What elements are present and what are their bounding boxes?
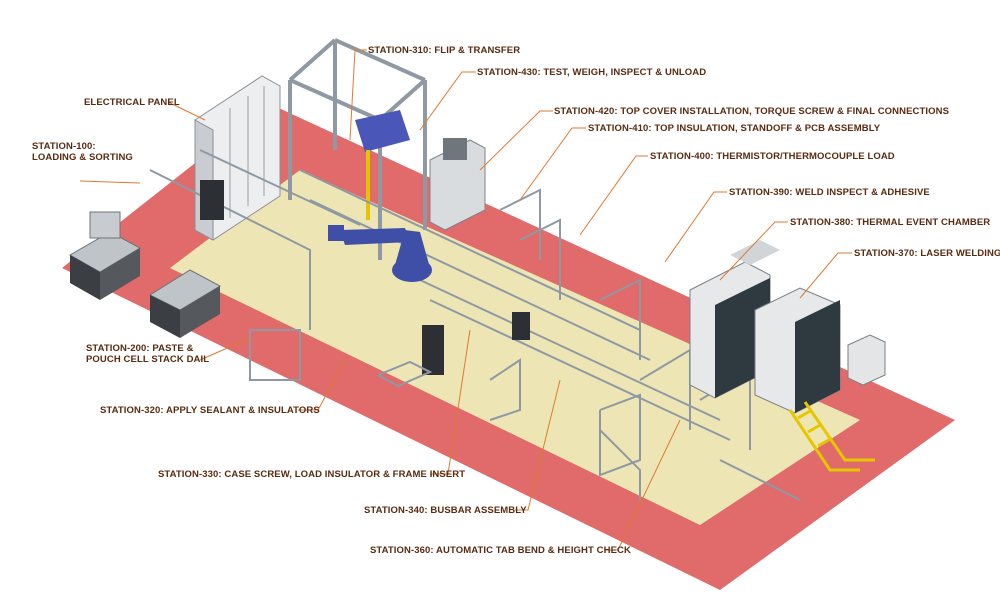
label-station-400: STATION-400: THERMISTOR/THERMOCOUPLE LOA… [650,151,895,162]
dark-cabinets [200,180,530,375]
station-310-yellow-post [366,150,370,220]
label-station-100: STATION-100: LOADING & SORTING [32,141,133,163]
label-station-390: STATION-390: WELD INSPECT & ADHESIVE [729,187,930,198]
label-station-330: STATION-330: CASE SCREW, LOAD INSULATOR … [158,469,466,480]
label-station-200-line2: POUCH CELL STACK DAIL [86,354,210,365]
leader-lines [79,49,852,551]
label-station-100-line2: LOADING & SORTING [32,152,133,163]
access-stairs [788,401,875,472]
label-station-100-line1: STATION-100: [32,141,96,152]
carts-and-tables [377,360,641,477]
label-electrical-panel: ELECTRICAL PANEL [84,97,180,108]
label-station-200-line1: STATION-200: PASTE & [86,343,194,354]
label-station-360: STATION-360: AUTOMATIC TAB BEND & HEIGHT… [370,545,631,556]
station-310-blue-panel [355,110,410,152]
inner-floor [170,170,860,525]
label-station-340: STATION-340: BUSBAR ASSEMBLY [364,505,527,516]
robot-arm [328,225,432,282]
label-station-200: STATION-200: PASTE & POUCH CELL STACK DA… [86,343,209,365]
label-station-380: STATION-380: THERMAL EVENT CHAMBER [790,217,991,228]
label-station-310: STATION-310: FLIP & TRANSFER [368,45,521,56]
chiller-unit [847,334,886,386]
label-station-430: STATION-430: TEST, WEIGH, INSPECT & UNLO… [477,67,707,78]
label-station-370: STATION-370: LASER WELDING [854,248,1000,259]
label-station-410: STATION-410: TOP INSULATION, STANDOFF & … [588,123,881,134]
label-station-420: STATION-420: TOP COVER INSTALLATION, TOR… [554,106,950,117]
conveyor-frames [149,149,801,501]
label-station-320: STATION-320: APPLY SEALANT & INSULATORS [100,405,320,416]
station-100-machines [68,211,222,338]
thermal-chambers [689,240,841,414]
station-430-cabinet [429,138,486,231]
